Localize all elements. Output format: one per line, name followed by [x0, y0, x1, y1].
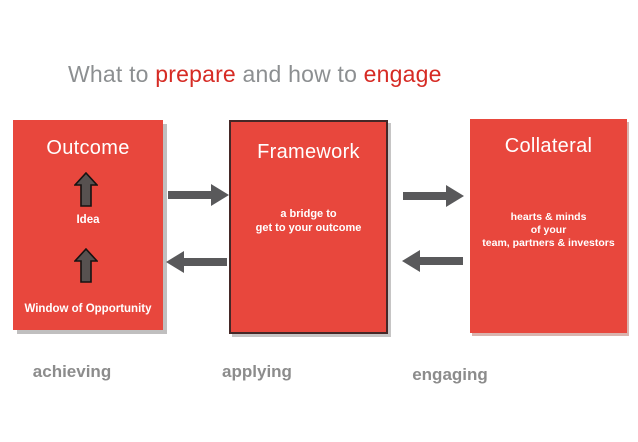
arrow-left-icon — [402, 250, 463, 272]
arrow-right-icon — [168, 184, 229, 206]
arrow-left-icon — [166, 251, 227, 273]
up-arrow-icon — [74, 248, 98, 283]
collateral-box: Collateral hearts & minds of your team, … — [470, 119, 627, 333]
title-part-gray: and how to — [235, 61, 364, 88]
title-part-gray: What to — [68, 61, 156, 88]
framework-box: Framework a bridge to get to your outcom… — [229, 120, 388, 334]
outcome-heading: Outcome — [46, 137, 130, 159]
window-of-opportunity-label: Window of Opportunity — [24, 303, 152, 315]
arrow-right-icon — [403, 185, 464, 207]
achieving-label: achieving — [32, 362, 112, 381]
up-arrow-icon — [74, 172, 98, 207]
engaging-label: engaging — [412, 365, 488, 384]
framework-heading: Framework — [257, 141, 360, 163]
framework-description: a bridge to get to your outcome — [255, 208, 362, 234]
title-part-red: engage — [363, 61, 442, 88]
title-part-red: prepare — [155, 61, 236, 88]
outcome-box: Outcome Idea Window of Opportunity — [13, 120, 163, 330]
collateral-description: hearts & minds of your team, partners & … — [482, 211, 615, 249]
idea-label: Idea — [76, 214, 100, 226]
slide-title: What to prepare and how to engage — [68, 61, 442, 88]
applying-label: applying — [222, 362, 292, 381]
collateral-heading: Collateral — [504, 135, 593, 157]
